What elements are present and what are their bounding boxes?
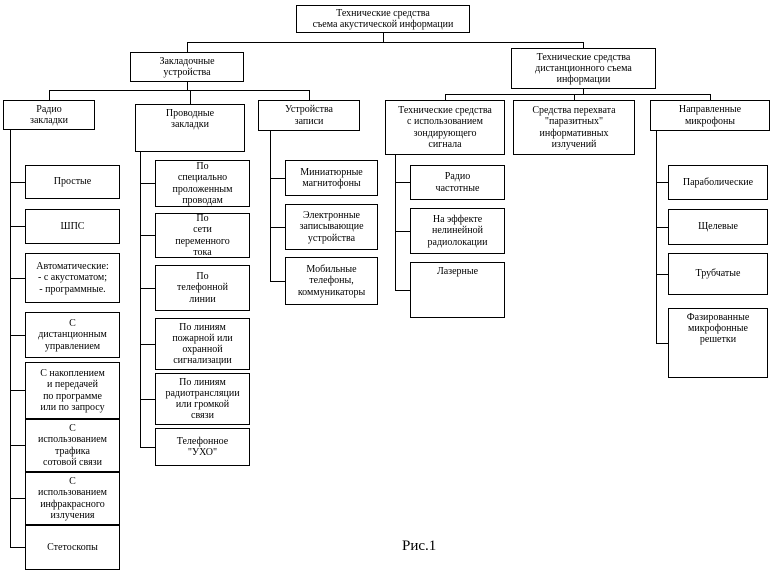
connector-line — [49, 90, 310, 91]
leaf-radio-4: С накоплением и передачей по программе и… — [25, 362, 120, 419]
connector-line — [445, 94, 711, 95]
connector-line — [140, 447, 155, 448]
node-remote-means: Технические средства дистанционного съем… — [511, 48, 656, 89]
node-root: Технические средства съема акустической … — [296, 5, 470, 33]
connector-line — [49, 90, 50, 100]
leaf-radio-1: ШПС — [25, 209, 120, 244]
connector-line — [270, 178, 285, 179]
leaf-radio-0: Простые — [25, 165, 120, 199]
connector-line — [10, 278, 25, 279]
node-wired-bookmarks: Проводные закладки — [135, 104, 245, 152]
leaf-microphones-0: Параболические — [668, 165, 768, 200]
connector-line — [10, 445, 25, 446]
connector-line — [383, 33, 384, 42]
connector-line — [10, 390, 25, 391]
leaf-radio-7: Стетоскопы — [25, 525, 120, 570]
connector-line — [270, 227, 285, 228]
connector-line — [309, 90, 310, 100]
leaf-recorders-1: Электронные записывающие устройства — [285, 204, 378, 250]
connector-line — [270, 131, 271, 281]
connector-line — [140, 288, 155, 289]
connector-line — [270, 281, 285, 282]
leaf-microphones-2: Трубчатые — [668, 253, 768, 295]
connector-line — [656, 343, 668, 344]
connector-line — [10, 547, 25, 548]
node-embedded-devices: Закладочные устройства — [130, 52, 244, 82]
leaf-recorders-2: Мобильные телефоны, коммуникаторы — [285, 257, 378, 305]
connector-line — [395, 231, 410, 232]
leaf-wired-4: По линиям радиотрансляции или громкой св… — [155, 373, 250, 425]
connector-line — [10, 335, 25, 336]
connector-line — [140, 235, 155, 236]
connector-line — [187, 82, 188, 90]
connector-line — [395, 182, 410, 183]
connector-line — [140, 183, 155, 184]
connector-line — [710, 94, 711, 100]
connector-line — [10, 182, 25, 183]
connector-line — [190, 90, 191, 104]
leaf-wired-2: По телефонной линии — [155, 265, 250, 311]
connector-line — [10, 130, 11, 547]
node-probing-signal: Технические средства с использованием зо… — [385, 100, 505, 155]
connector-line — [395, 290, 410, 291]
connector-line — [187, 42, 584, 43]
connector-line — [445, 94, 446, 100]
leaf-recorders-0: Миниатюрные магнитофоны — [285, 160, 378, 196]
connector-line — [583, 89, 584, 94]
leaf-probing-0: Радио частотные — [410, 165, 505, 200]
connector-line — [187, 42, 188, 52]
connector-line — [583, 42, 584, 48]
leaf-wired-1: По сети переменного тока — [155, 213, 250, 258]
connector-line — [656, 274, 668, 275]
leaf-wired-5: Телефонное "УХО" — [155, 428, 250, 466]
leaf-wired-3: По линиям пожарной или охранной сигнализ… — [155, 318, 250, 370]
connector-line — [140, 399, 155, 400]
leaf-probing-2: Лазерные — [410, 262, 505, 318]
node-recording-devices: Устройства записи — [258, 100, 360, 131]
leaf-probing-1: На эффекте нелинейной радиолокации — [410, 208, 505, 254]
leaf-radio-6: С использованием инфракрасного излучения — [25, 472, 120, 525]
connector-line — [140, 152, 141, 447]
node-directional-microphones: Направленные микрофоны — [650, 100, 770, 131]
connector-line — [395, 155, 396, 290]
connector-line — [656, 131, 657, 343]
node-parasitic-emissions: Средства перехвата "паразитных" информат… — [513, 100, 635, 155]
connector-line — [10, 226, 25, 227]
leaf-radio-3: С дистанционным управлением — [25, 312, 120, 358]
leaf-microphones-1: Щелевые — [668, 209, 768, 245]
node-radio-bookmarks: Радио закладки — [3, 100, 95, 130]
figure-caption: Рис.1 — [402, 538, 437, 554]
connector-line — [574, 94, 575, 100]
connector-line — [656, 182, 668, 183]
leaf-microphones-3: Фазированные микрофонные решетки — [668, 308, 768, 378]
connector-line — [656, 227, 668, 228]
leaf-wired-0: По специально проложенным проводам — [155, 160, 250, 207]
leaf-radio-5: С использованием трафика сотовой связи — [25, 419, 120, 472]
connector-line — [140, 344, 155, 345]
leaf-radio-2: Автоматические: - с акустоматом; - прогр… — [25, 253, 120, 303]
connector-line — [10, 498, 25, 499]
